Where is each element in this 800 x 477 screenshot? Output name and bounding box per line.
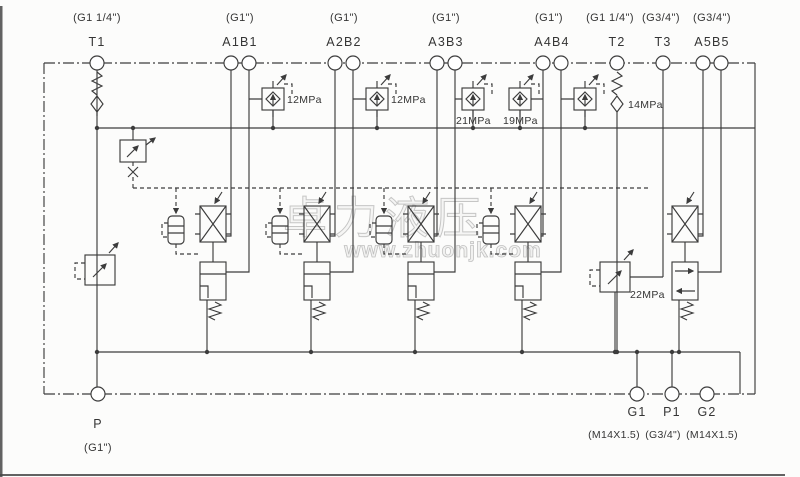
- p1-size-label: (G3/4"): [645, 429, 681, 441]
- load-check-valve-1: [162, 188, 198, 254]
- port-a5-circle: [695, 55, 711, 71]
- t3-size-label: (G3/4"): [642, 12, 680, 24]
- g2-size-label: (M14X1.5): [686, 429, 738, 441]
- a3b3-size-label: (G1"): [432, 12, 460, 24]
- scan-edge-left: [0, 6, 3, 477]
- port-t2-circle: [609, 55, 625, 71]
- g1-port-label: G1: [627, 405, 646, 419]
- t2-size-label: (G1 1/4"): [586, 12, 634, 24]
- relief1-pressure-label: 12MPa: [287, 94, 322, 106]
- port-p-circle: [90, 386, 106, 402]
- port-b2-circle: [345, 55, 361, 71]
- relief2-pressure-label: 12MPa: [391, 94, 426, 106]
- relief4-pressure-label: 19MPa: [503, 115, 538, 127]
- port-a4-circle: [535, 55, 551, 71]
- watermark: 卓力液压 www.zhuonjk.com: [283, 194, 542, 263]
- a5b5-size-label: (G3/4"): [693, 12, 731, 24]
- port-a3-circle: [429, 55, 445, 71]
- hydraulic-lines: [94, 70, 755, 394]
- port-g1-circle: [629, 386, 645, 402]
- g2-port-label: G2: [697, 405, 716, 419]
- port-connections: [89, 55, 729, 402]
- main-relief-valve-22mpa: [590, 250, 633, 292]
- a2b2-port-label: A2B2: [326, 35, 361, 49]
- p-port-label: P: [93, 417, 103, 431]
- a4b4-port-label: A4B4: [534, 35, 569, 49]
- p-size-label: (G1"): [84, 442, 112, 454]
- port-a1-circle: [223, 55, 239, 71]
- t2-check-pressure-label: 14MPa: [628, 99, 663, 111]
- relief3-pressure-label: 21MPa: [456, 115, 491, 127]
- directional-valve-section-1: [195, 192, 231, 320]
- port-t1-circle: [89, 55, 105, 71]
- scan-edge-bottom: [0, 474, 785, 476]
- main-relief-pressure-label: 22MPa: [630, 289, 665, 301]
- a1b1-size-label: (G1"): [226, 12, 254, 24]
- a4b4-size-label: (G1"): [535, 12, 563, 24]
- directional-valve-section-5: [667, 192, 703, 320]
- port-b1-circle: [241, 55, 257, 71]
- a1b1-port-label: A1B1: [222, 35, 257, 49]
- port-b4-circle: [553, 55, 569, 71]
- port-t3-circle: [655, 55, 671, 71]
- t1-port-label: T1: [89, 35, 106, 49]
- t2-port-label: T2: [609, 35, 626, 49]
- port-p1-circle: [664, 386, 680, 402]
- pressure-labels: 12MPa 12MPa 21MPa 19MPa 14MPa 22MPa: [287, 94, 665, 301]
- pilot-control-valve: [120, 138, 155, 162]
- a2b2-size-label: (G1"): [330, 12, 358, 24]
- p1-port-label: P1: [663, 405, 681, 419]
- port-relief-valve-5: [574, 75, 604, 117]
- port-relief-valve-3: [462, 75, 492, 117]
- port-a2-circle: [327, 55, 343, 71]
- t2-spring-check-valve: [610, 71, 624, 117]
- g1-size-label: (M14X1.5): [588, 429, 640, 441]
- watermark-url: www.zhuonjk.com: [343, 239, 541, 262]
- port-relief-valve-4: [509, 75, 539, 117]
- port-labels: (G1 1/4") (G1") (G1") (G1") (G1") (G1 1/…: [73, 12, 738, 454]
- a3b3-port-label: A3B3: [428, 35, 463, 49]
- watermark-brand: 卓力液压: [283, 194, 487, 243]
- t1-size-label: (G1 1/4"): [73, 12, 121, 24]
- port-g2-circle: [699, 386, 715, 402]
- t3-port-label: T3: [655, 35, 672, 49]
- a5b5-port-label: A5B5: [694, 35, 729, 49]
- port-b3-circle: [447, 55, 463, 71]
- port-b5-circle: [713, 55, 729, 71]
